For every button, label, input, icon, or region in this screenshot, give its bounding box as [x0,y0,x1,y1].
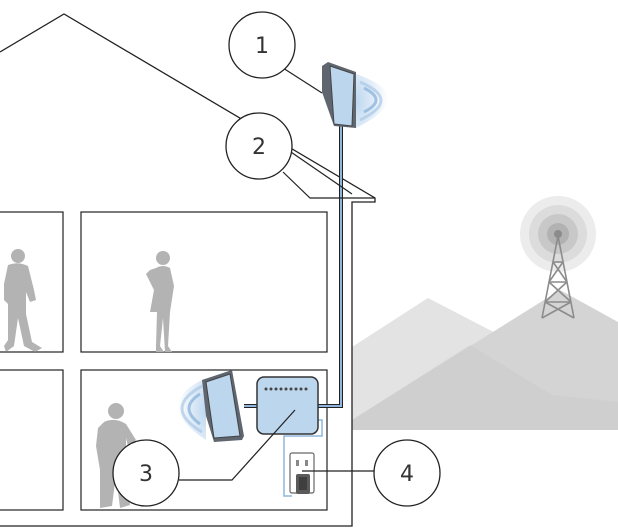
outside-antenna [322,62,356,128]
signal-wave-outside [356,74,388,128]
roof-line [0,13,376,527]
person-silhouette-icon [4,249,42,352]
callout-2: 2 [225,112,293,180]
room-top-right [80,211,328,353]
callout-number-1: 1 [255,34,269,59]
power-supply [289,452,315,494]
coax-cable [244,126,343,497]
panel-antenna-icon [322,62,356,128]
mountain-shadow [352,345,618,430]
callout-1: 1 [228,11,296,79]
leader-2b [282,171,375,199]
person-silhouette-icon [146,251,174,352]
mountains [352,290,618,430]
inside-antenna [202,370,244,442]
wall-outlet-icon [289,452,315,494]
callouts: 1 2 3 4 [112,11,441,507]
room-bottom-right [80,369,328,511]
panel-antenna-icon [202,370,244,442]
rooms [0,211,328,511]
signal-booster [256,376,319,435]
callout-number-3: 3 [139,462,153,487]
cell-tower-icon [520,196,596,319]
house-outline [0,13,376,527]
signal-waves [178,74,388,440]
callout-number-2: 2 [252,135,266,160]
room-top-left [0,211,64,353]
callout-3: 3 [112,439,180,507]
room-bottom-left [0,369,64,511]
callout-leaders [179,67,375,481]
leader-3 [179,409,296,481]
leader-1 [282,67,323,94]
callout-4: 4 [373,439,441,507]
leader-2 [287,149,353,195]
amplifier-box-icon [256,376,319,435]
callout-number-4: 4 [400,462,414,487]
